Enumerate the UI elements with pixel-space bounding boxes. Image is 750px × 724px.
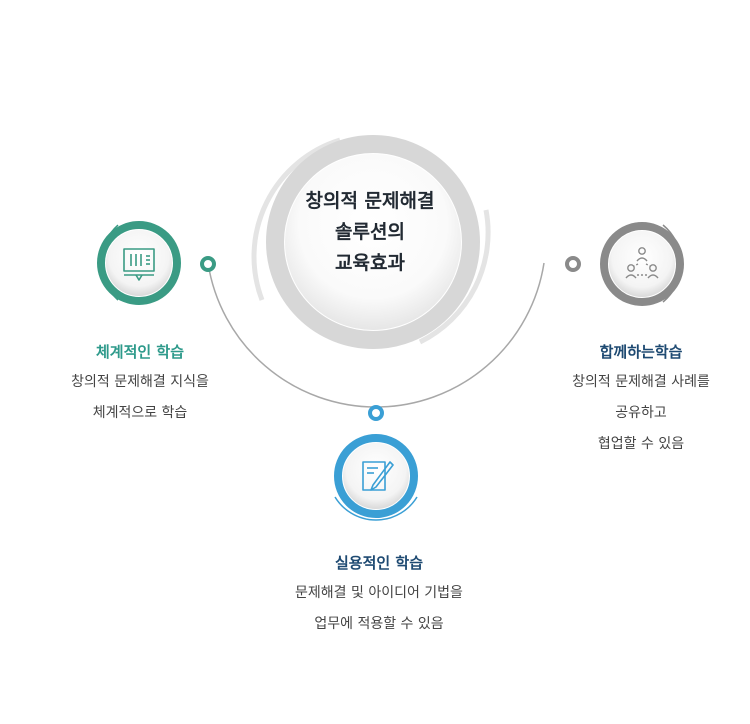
label-practical-title: 실용적인 학습 bbox=[334, 554, 424, 572]
pencil-note-icon bbox=[362, 461, 394, 491]
center-title: 창의적 문제해결 솔루션의 교육효과 bbox=[285, 186, 455, 279]
label-systematic-desc-2: 체계적으로 학습 bbox=[92, 405, 188, 421]
badge-systematic bbox=[97, 221, 181, 305]
badge-practical-disc bbox=[343, 443, 409, 509]
center-title-line-3: 교육효과 bbox=[335, 252, 405, 274]
connector-dot-bottom bbox=[368, 405, 384, 421]
center-title-line-2: 솔루션의 bbox=[335, 221, 405, 243]
label-together-desc-1: 창의적 문제해결 사례를 bbox=[572, 374, 710, 390]
badge-together-ring bbox=[600, 222, 684, 306]
label-systematic-title: 체계적인 학습 bbox=[95, 343, 185, 361]
badge-systematic-ring bbox=[97, 221, 181, 305]
label-practical: 실용적인 학습 문제해결 및 아이디어 기법을 업무에 적용할 수 있음 bbox=[265, 548, 493, 640]
badge-practical-outer-arc bbox=[334, 496, 418, 521]
badge-together bbox=[600, 222, 684, 306]
connector-dot-right bbox=[565, 256, 581, 272]
label-together-desc-3: 협업할 수 있음 bbox=[597, 436, 685, 452]
badge-together-disc bbox=[609, 231, 675, 297]
badge-practical bbox=[334, 434, 418, 521]
label-practical-desc-2: 업무에 적용할 수 있음 bbox=[314, 616, 444, 632]
center-thick-ring bbox=[266, 135, 480, 349]
label-together-title: 합께하는학습 bbox=[599, 343, 683, 361]
people-network-icon bbox=[625, 247, 659, 279]
center-title-line-1: 창의적 문제해결 bbox=[305, 190, 435, 212]
badge-practical-ring bbox=[334, 434, 418, 518]
center-outer-arc-left bbox=[251, 137, 341, 301]
label-systematic: 체계적인 학습 창의적 문제해결 지식을 체계적으로 학습 bbox=[40, 337, 240, 429]
label-systematic-desc-1: 창의적 문제해결 지식을 bbox=[71, 374, 209, 390]
label-practical-desc-1: 문제해결 및 아이디어 기법을 bbox=[295, 585, 463, 601]
label-together: 합께하는학습 창의적 문제해결 사례를 공유하고 협업할 수 있음 bbox=[546, 337, 736, 460]
center-circle bbox=[251, 135, 491, 349]
connector-dot-left bbox=[200, 256, 216, 272]
center-disc bbox=[285, 154, 461, 330]
label-together-desc-2: 공유하고 bbox=[615, 405, 667, 421]
center-outer-arc-right bbox=[418, 209, 491, 345]
book-icon bbox=[123, 248, 155, 281]
badge-systematic-disc bbox=[106, 230, 172, 296]
